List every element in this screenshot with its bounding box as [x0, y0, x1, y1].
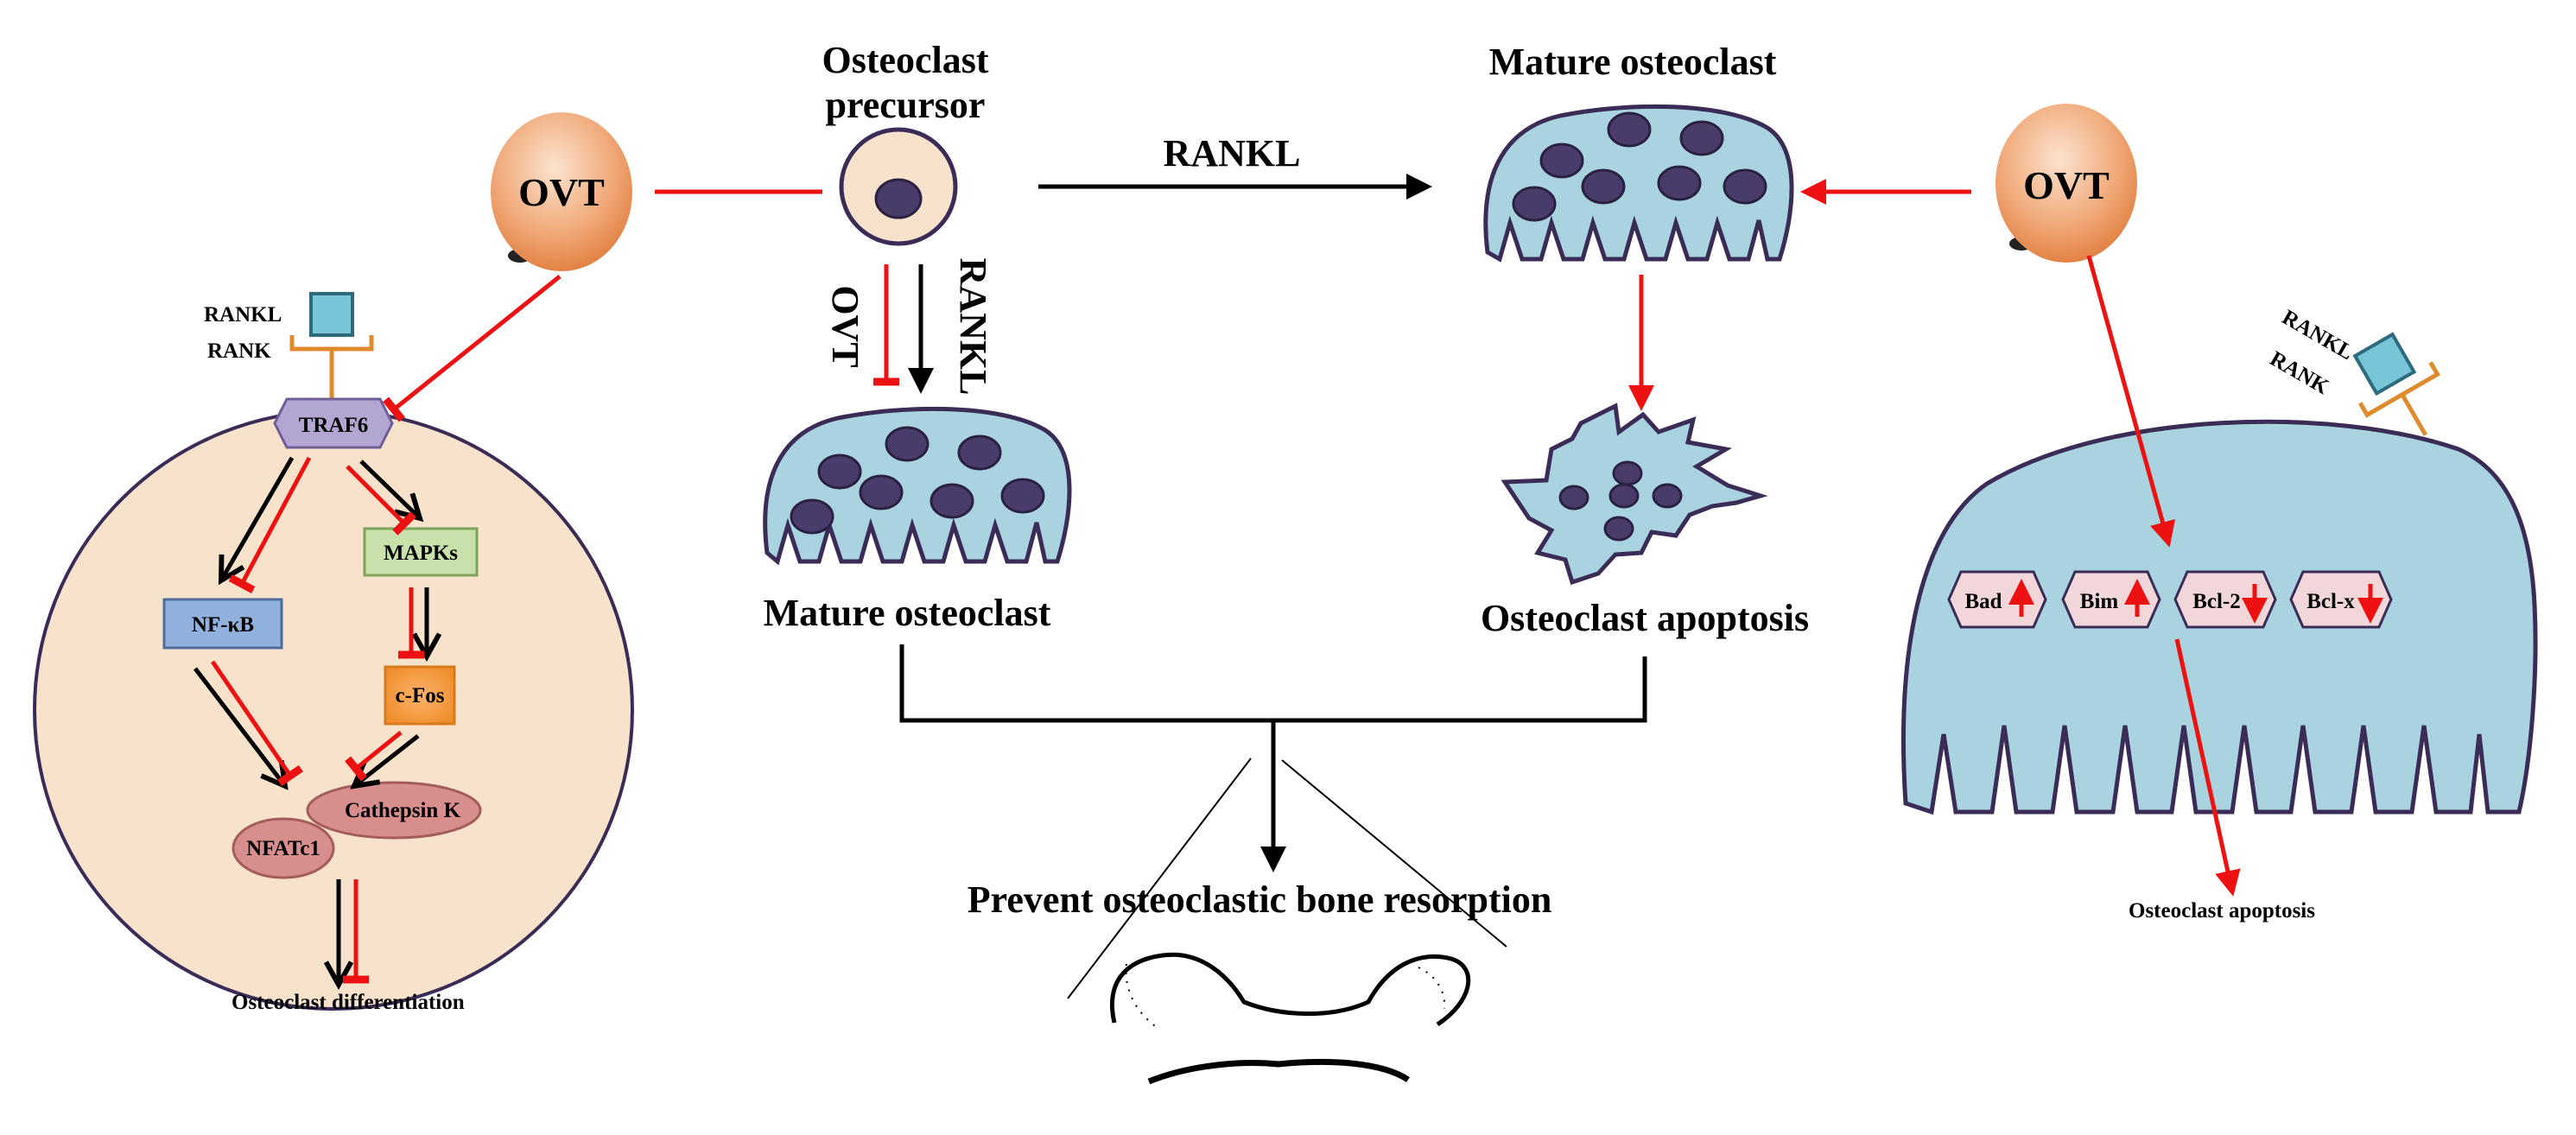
svg-text:Bcl-2: Bcl-2 — [2192, 590, 2241, 613]
inhibit-ovt-traf6 — [383, 275, 562, 422]
svg-text:c-Fos: c-Fos — [396, 684, 445, 707]
precursor-label-line2: precursor — [826, 84, 986, 126]
svg-text:TRAF6: TRAF6 — [299, 414, 369, 437]
apoptotic-cell — [1501, 403, 1768, 586]
svg-text:NF-κB: NF-κB — [192, 613, 254, 637]
svg-text:MAPKs: MAPKs — [384, 542, 458, 565]
bcl2-node: Bcl-2 — [2173, 570, 2277, 629]
svg-text:Bcl-x: Bcl-x — [2306, 590, 2355, 613]
apoptosis-label-right: Osteoclast apoptosis — [2129, 899, 2315, 923]
ovt-egg-right: OVT — [1995, 104, 2137, 263]
ovt-label-left: OVT — [518, 170, 605, 214]
mature-osteoclast-left-label: Mature osteoclast — [764, 592, 1051, 634]
arrow-ovt-into-cell — [2086, 255, 2176, 548]
apoptosis-label: Osteoclast apoptosis — [1481, 597, 1809, 639]
svg-text:NFATc1: NFATc1 — [246, 837, 320, 860]
rank-label-left: RANK — [207, 339, 271, 363]
top-rankl-label: RANKL — [1164, 132, 1301, 174]
rankl-rank-receptor-left — [289, 292, 374, 399]
rankl-rank-receptor-right — [2352, 332, 2440, 436]
bim-node: Bim — [2061, 570, 2161, 629]
bclx-node: Bcl-x — [2289, 570, 2393, 629]
bad-node: Bad — [1947, 570, 2047, 629]
prevent-resorption-label: Prevent osteoclastic bone resorption — [968, 878, 1552, 921]
inhibit-cfos-nfatc1 — [345, 731, 403, 782]
convergence-bracket — [899, 644, 1647, 723]
inhibit-traf6-nfkb — [228, 456, 312, 594]
inhibit-nfkb-nfatc1 — [210, 660, 303, 787]
arrow-to-apoptosis-right — [2174, 638, 2241, 897]
rank-label-right: RANK — [2266, 347, 2333, 399]
cathepsin-k-node: Cathepsin K — [306, 781, 482, 840]
inhibit-traf6-mapks — [346, 465, 416, 536]
traf6-node: TRAF6 — [273, 397, 394, 449]
ovt-label-right: OVT — [2023, 163, 2110, 207]
cfos-node: c-Fos — [384, 665, 456, 726]
svg-text:Bad: Bad — [1964, 590, 2002, 613]
mature-osteoclast-top — [1483, 104, 1794, 263]
precursor-cell — [839, 127, 958, 246]
mature-osteoclast-top-label: Mature osteoclast — [1489, 41, 1777, 83]
nfatc1-node: NFATc1 — [232, 817, 335, 879]
mature-osteoclast-left — [763, 406, 1072, 566]
center-panel: Osteoclast precursor RANKL OVT RANKL Mat — [655, 39, 1971, 1085]
differentiation-label: Osteoclast differentiation — [232, 991, 465, 1014]
nfkb-node: NF-κB — [162, 598, 283, 650]
precursor-label-line1: Osteoclast — [822, 39, 988, 81]
arrow-traf6-nfkb — [221, 456, 295, 580]
right-panel: OVT RANKL RANK Bad Bim Bcl-2 — [1901, 104, 2538, 923]
vertical-ovt-label: OVT — [824, 285, 866, 367]
arrow-nfkb-nfatc1 — [194, 667, 285, 786]
rankl-label-left: RANKL — [204, 303, 282, 327]
mapks-node: MAPKs — [363, 527, 479, 577]
cell-cytoplasm — [33, 409, 634, 1011]
svg-text:Bim: Bim — [2080, 590, 2119, 613]
svg-text:Cathepsin K: Cathepsin K — [345, 799, 461, 822]
ovt-egg-left: OVT — [491, 112, 632, 271]
left-panel: OVT RANKL RANK TRAF6 MAPKs NF-κB c-Fos — [33, 112, 634, 1014]
vertical-rankl-label: RANKL — [952, 258, 994, 396]
arrow-traf6-mapks — [359, 460, 420, 518]
bone-illustration — [1067, 758, 1507, 1085]
